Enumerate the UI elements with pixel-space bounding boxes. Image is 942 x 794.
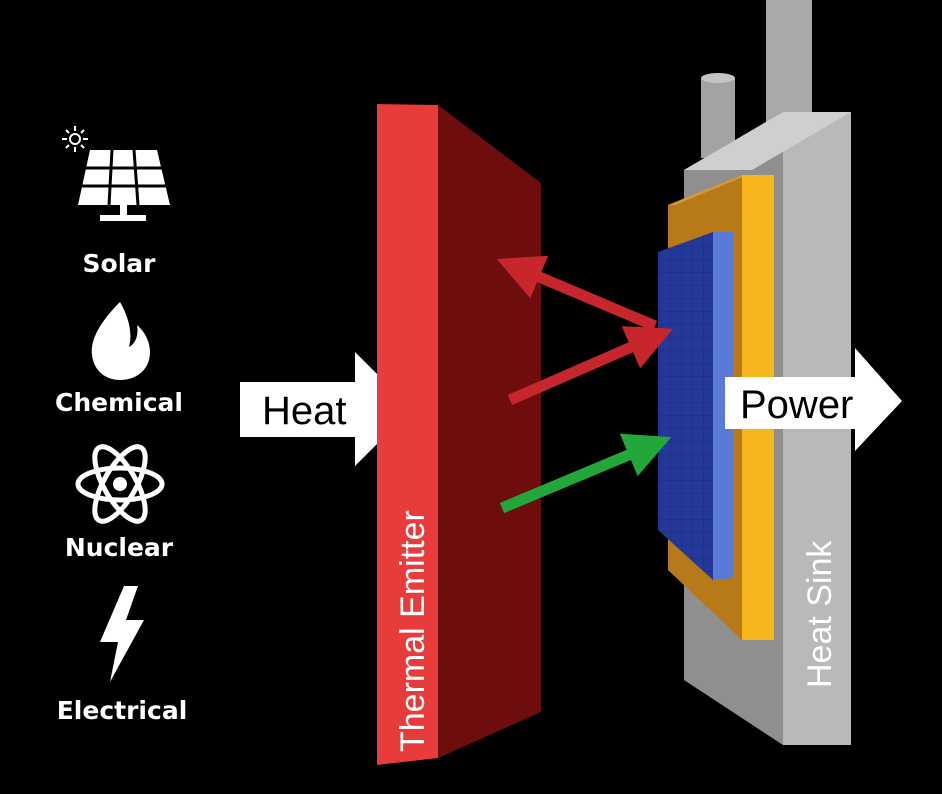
- thermal-emitter: Thermal Emitter: [377, 104, 541, 765]
- tpv-cell: [658, 232, 733, 580]
- atom-icon: [75, 444, 165, 524]
- reflected-photon-arrow: [496, 255, 658, 332]
- thermal-emitter-label: Thermal Emitter: [394, 510, 432, 752]
- power-arrow: Power: [725, 348, 902, 451]
- source-label-solar: Solar: [83, 249, 157, 278]
- source-label-nuclear: Nuclear: [65, 533, 174, 562]
- absorbed-photon-arrow-green: [499, 433, 672, 514]
- absorbed-photon-arrow-red: [507, 326, 674, 406]
- heat-arrow: Heat: [240, 352, 412, 466]
- energy-sources: Solar Chemical Nuclear Electrical: [55, 126, 187, 725]
- photon-arrows: [496, 255, 674, 514]
- power-arrow-label: Power: [740, 383, 853, 427]
- source-label-chemical: Chemical: [55, 388, 183, 417]
- source-label-electrical: Electrical: [57, 696, 188, 725]
- heat-sink-label: Heat Sink: [801, 540, 839, 688]
- solar-panel-icon: [62, 126, 170, 221]
- flame-icon: [91, 302, 150, 380]
- heat-arrow-label: Heat: [262, 389, 347, 433]
- lightning-bolt-icon: [100, 586, 144, 682]
